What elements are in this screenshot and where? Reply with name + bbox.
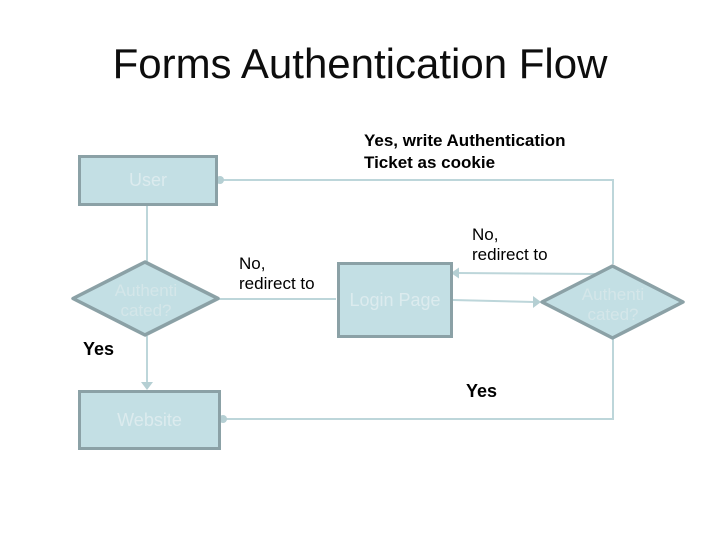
edge-label-no-redirect-right: No, redirect to xyxy=(472,225,548,264)
connector-right-diamond-to-login xyxy=(457,272,598,275)
slide-title: Forms Authentication Flow xyxy=(112,40,608,87)
edge-label-yes-right: Yes xyxy=(466,381,498,401)
edge-label-yes-write-ticket: Yes, write Authentication Ticket as cook… xyxy=(364,131,566,172)
arrowhead-into-login xyxy=(451,267,459,279)
decision-diamond-left xyxy=(71,260,220,337)
edge-label-no-redirect-left: No, redirect to xyxy=(239,254,315,293)
connector-right-diamond-to-website xyxy=(224,339,614,420)
connector-dot-user xyxy=(216,176,224,184)
arrowhead-into-website xyxy=(141,382,153,390)
connector-login-to-right-diamond xyxy=(452,299,535,303)
connector-user-to-right-diamond xyxy=(219,179,614,264)
login-page-node: Login Page xyxy=(337,262,453,338)
decision-diamond-right xyxy=(540,264,685,340)
decision-diamond-right-label: Authenti cated? xyxy=(581,285,645,324)
website-node: Website xyxy=(78,390,221,450)
user-node-label: User xyxy=(128,170,167,190)
connector-dot-website xyxy=(219,415,227,423)
user-node: User xyxy=(78,155,218,206)
login-page-node-label: Login Page xyxy=(349,289,441,310)
website-node-label: Website xyxy=(117,409,182,430)
arrowhead-into-right-diamond xyxy=(533,296,541,308)
decision-diamond-left-label: Authenti cated? xyxy=(114,281,178,320)
edge-label-yes-left: Yes xyxy=(83,339,115,359)
